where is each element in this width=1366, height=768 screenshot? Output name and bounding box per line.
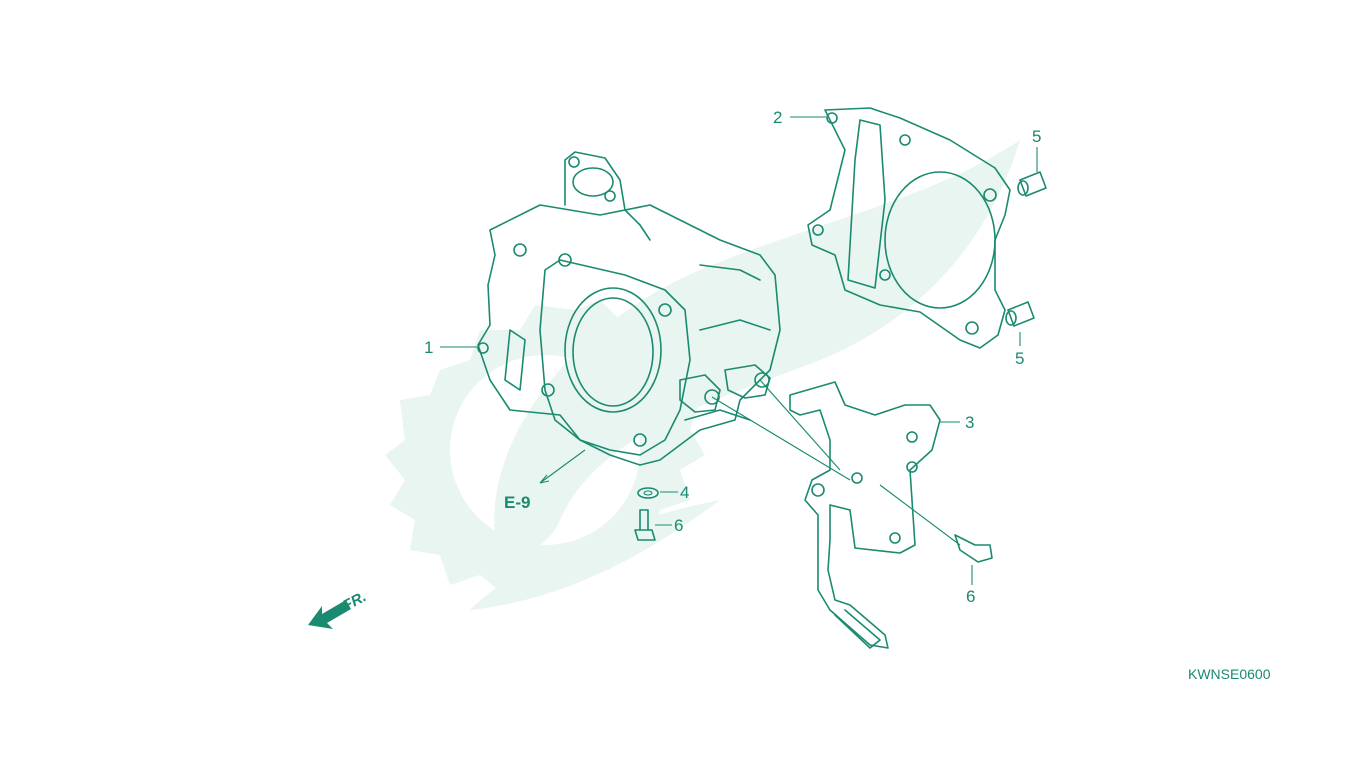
callout-6-right: 6 xyxy=(966,587,975,606)
bolt-left[interactable] xyxy=(634,509,656,541)
callout-5-upper: 5 xyxy=(1032,127,1041,146)
watermark-logo xyxy=(385,140,1020,610)
callout-6-left: 6 xyxy=(674,516,683,535)
dowel-pin-upper[interactable] xyxy=(1017,171,1047,197)
leader-lines xyxy=(440,116,1038,585)
callout-3: 3 xyxy=(965,413,974,432)
callout-4: 4 xyxy=(680,483,689,502)
bracket-part[interactable] xyxy=(789,381,941,649)
diagram-code: KWNSE0600 xyxy=(1188,666,1271,682)
dowel-pin-lower[interactable] xyxy=(1005,301,1035,327)
cylinder-part[interactable] xyxy=(477,151,781,466)
gasket-part[interactable] xyxy=(807,107,1011,349)
front-arrow-icon xyxy=(308,600,351,629)
front-direction-indicator: FR. xyxy=(308,588,369,629)
bolt-right[interactable] xyxy=(954,534,993,563)
reference-label[interactable]: E-9 xyxy=(504,493,530,512)
callout-1: 1 xyxy=(424,338,433,357)
callout-5-lower: 5 xyxy=(1015,349,1024,368)
callout-2: 2 xyxy=(773,108,782,127)
washer-part[interactable] xyxy=(637,487,659,499)
